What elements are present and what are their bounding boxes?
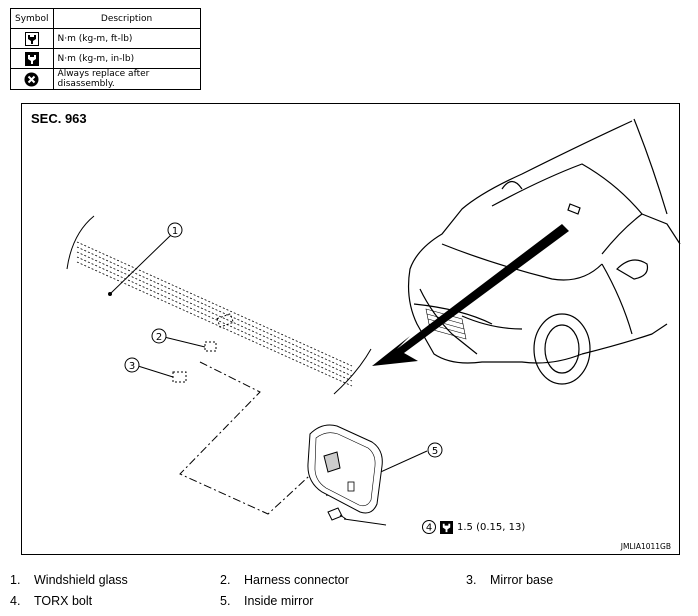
windshield-left-edge bbox=[66, 215, 95, 270]
windshield-right-edge bbox=[333, 348, 372, 395]
callout-3: 3 bbox=[124, 357, 140, 373]
svg-text:4: 4 bbox=[426, 523, 432, 534]
inside-mirror bbox=[307, 424, 383, 514]
svg-text:2: 2 bbox=[156, 332, 162, 343]
list-item: 1.Windshield glass bbox=[10, 573, 128, 587]
callout-4: 4 bbox=[422, 520, 436, 534]
torque-value: 1.5 (0.15, 13) bbox=[457, 521, 526, 533]
torque-wrench-inlb-icon bbox=[440, 520, 453, 534]
legend-row: N·m (kg-m, ft-lb) bbox=[10, 28, 201, 49]
list-item: 3.Mirror base bbox=[466, 573, 554, 587]
legend-header-symbol: Symbol bbox=[10, 8, 54, 29]
legend-description: N·m (kg-m, ft-lb) bbox=[52, 28, 201, 49]
legend-row: Always replace after disassembly. bbox=[10, 68, 201, 90]
list-item: 4.TORX bolt bbox=[10, 594, 93, 608]
legend-header-description: Description bbox=[52, 8, 201, 29]
exploded-view-illustration: 1 2 3 5 bbox=[66, 118, 681, 526]
vehicle-illustration bbox=[407, 118, 681, 385]
legend-description: N·m (kg-m, in-lb) bbox=[52, 48, 201, 69]
torque-spec-callout: 4 1.5 (0.15, 13) bbox=[422, 520, 525, 534]
callout-5: 5 bbox=[427, 442, 443, 458]
location-arrow bbox=[372, 224, 569, 366]
list-item: 2.Harness connector bbox=[220, 573, 349, 587]
legend-header-row: Symbol Description bbox=[10, 8, 201, 29]
part-name: Windshield glass bbox=[34, 573, 128, 587]
torque-wrench-inlb-icon bbox=[24, 51, 39, 66]
callout-2: 2 bbox=[151, 328, 167, 344]
part-name: TORX bolt bbox=[34, 594, 93, 608]
vehicle-grille bbox=[425, 308, 467, 340]
svg-text:3: 3 bbox=[129, 361, 135, 372]
diagram-frame: SEC. 963 bbox=[21, 103, 681, 555]
always-replace-icon bbox=[24, 72, 39, 86]
svg-text:1: 1 bbox=[172, 226, 178, 237]
figure-id: JMLIA1011GB bbox=[620, 542, 671, 551]
torx-bolt bbox=[327, 507, 347, 521]
svg-text:5: 5 bbox=[432, 446, 438, 457]
section-label: SEC. 963 bbox=[31, 111, 87, 126]
legend-row: N·m (kg-m, in-lb) bbox=[10, 48, 201, 69]
callout-1: 1 bbox=[167, 222, 183, 238]
torque-wrench-ftlb-icon bbox=[24, 31, 39, 46]
part-name: Inside mirror bbox=[244, 594, 314, 608]
list-item: 5.Inside mirror bbox=[220, 594, 314, 608]
part-name: Mirror base bbox=[490, 573, 554, 587]
symbol-legend-table: Symbol Description N·m (kg-m, ft-lb) N·m… bbox=[10, 8, 201, 90]
part-name: Harness connector bbox=[244, 573, 349, 587]
legend-description: Always replace after disassembly. bbox=[52, 68, 201, 90]
